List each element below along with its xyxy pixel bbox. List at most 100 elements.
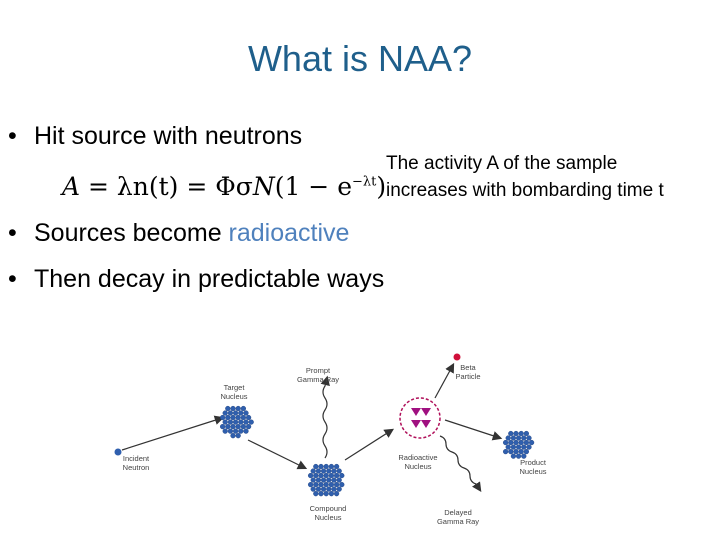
compound-nucleus	[308, 463, 345, 497]
nucleon	[526, 444, 532, 450]
nucleon	[321, 477, 327, 483]
nucleon	[326, 477, 332, 483]
nucleon	[318, 472, 324, 479]
nucleon	[328, 463, 335, 470]
label-prompt-1: Prompt	[306, 366, 331, 375]
nucleon	[240, 424, 247, 430]
nucleon	[233, 428, 239, 434]
nucleon	[240, 414, 247, 421]
nucleon	[503, 439, 509, 446]
nucleon	[246, 424, 252, 430]
label-target-1: Target	[224, 383, 246, 392]
nucleon	[225, 414, 231, 421]
bullet-item-1: •Hit source with neutrons	[8, 122, 302, 151]
equation-close: )	[376, 172, 387, 201]
nucleon	[515, 444, 522, 450]
nucleon	[323, 472, 329, 479]
bullet-marker: •	[8, 265, 17, 293]
nucleon	[315, 486, 322, 492]
radioactive-nucleus	[399, 397, 441, 439]
bullet-text: Sources become	[34, 219, 229, 247]
equation-lhs: A	[62, 172, 81, 201]
label-delayed-2: Gamma Ray	[437, 517, 479, 526]
label-compound-1: Compound	[310, 504, 347, 513]
capture-arrow	[247, 439, 308, 470]
nucleon	[310, 477, 316, 483]
nucleon	[230, 414, 236, 421]
delayed-gamma-ray	[439, 435, 482, 492]
nucleon	[313, 463, 319, 470]
nucleon	[233, 419, 239, 425]
label-incident-1: Incident	[123, 454, 150, 463]
nucleon	[339, 472, 345, 479]
nucleon	[513, 449, 519, 455]
label-beta-2: Particle	[455, 372, 480, 381]
nucleon	[315, 477, 322, 483]
beta-particle-dot	[453, 353, 461, 361]
nucleon	[235, 414, 241, 421]
label-target-2: Nucleus	[220, 392, 247, 401]
product-arrow	[444, 419, 503, 441]
incident-neutron-dot	[114, 448, 122, 456]
nucleon	[513, 430, 519, 437]
nucleon	[313, 472, 319, 479]
nucleon	[510, 453, 517, 459]
nucleon	[326, 486, 332, 492]
equation-n: N	[252, 172, 275, 201]
nucleon	[505, 435, 511, 441]
nucleon	[510, 444, 517, 450]
nucleon	[310, 468, 316, 474]
nucleon	[334, 472, 340, 479]
slide-title: What is NAA?	[247, 38, 473, 79]
label-radioactive-2: Nucleus	[404, 462, 431, 471]
nucleon	[233, 410, 239, 416]
nucleon	[331, 486, 337, 492]
nucleon	[227, 428, 234, 434]
nucleon	[336, 477, 342, 483]
nucleon	[521, 453, 527, 459]
nucleon	[523, 449, 530, 455]
nucleon	[235, 424, 241, 430]
nucleon	[328, 472, 335, 479]
nucleon	[528, 439, 535, 446]
nucleon	[503, 449, 509, 455]
naa-process-diagram: Target Nucleus Incident Neutron Prompt G…	[114, 353, 547, 526]
nucleon	[323, 463, 329, 470]
nucleon	[222, 428, 228, 434]
bullet-item-2: •Sources become radioactive	[8, 219, 349, 248]
nucleon	[220, 424, 226, 430]
label-compound-2: Nucleus	[314, 513, 341, 522]
nucleon	[318, 491, 324, 497]
nucleon	[323, 491, 329, 497]
nucleon	[515, 435, 522, 441]
nucleon	[243, 419, 249, 425]
nucleon	[510, 435, 517, 441]
nucleon	[523, 439, 530, 446]
nucleon	[518, 430, 524, 437]
prompt-gamma-ray	[320, 375, 330, 459]
bullet-highlight: radioactive	[228, 219, 350, 247]
activity-note: The activity A of the sample increases w…	[386, 150, 664, 204]
nucleon	[313, 491, 319, 497]
nucleon	[321, 486, 327, 492]
bullet-marker: •	[8, 122, 17, 150]
label-radioactive-1: Radioactive	[398, 453, 437, 462]
nucleon	[313, 482, 319, 488]
label-beta-1: Beta	[460, 363, 476, 372]
nucleon	[308, 472, 314, 479]
activity-equation: A = λn(t) = ΦσN(1 − e−λt)	[62, 172, 386, 201]
label-product-2: Nucleus	[519, 467, 546, 476]
nucleon	[336, 486, 342, 492]
nucleon	[220, 414, 226, 421]
target-nucleus	[220, 405, 254, 439]
nucleon	[248, 419, 254, 425]
nucleon	[518, 449, 524, 455]
nucleon	[315, 468, 322, 474]
nucleon	[308, 482, 314, 488]
nucleon	[508, 439, 514, 446]
neutron-arrow	[121, 415, 225, 451]
nucleon	[243, 428, 249, 434]
nucleon	[230, 433, 236, 439]
bullet-text: Then decay in predictable ways	[34, 265, 385, 293]
decay-arrow	[344, 428, 395, 461]
